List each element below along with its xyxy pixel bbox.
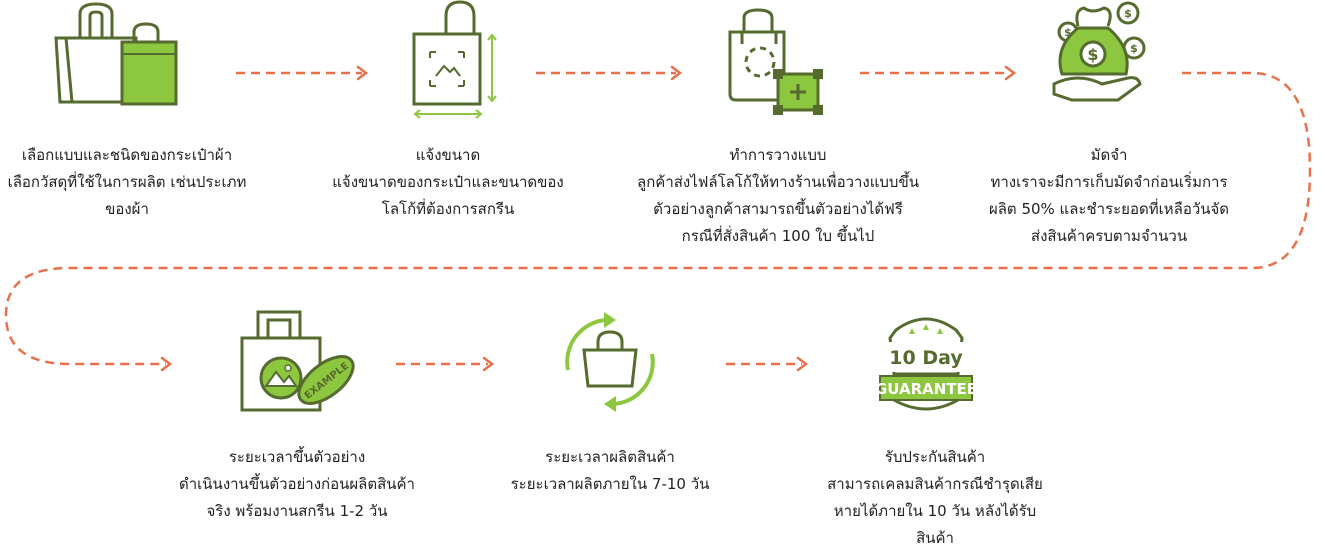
- step-5: ระยะเวลาขึ้นตัวอย่าง ดำเนินงานขึ้นตัวอย่…: [140, 444, 454, 525]
- step-3-desc: ลูกค้าส่งไฟล์โลโก้ให้ทางร้านเพื่อวางแบบข…: [637, 173, 919, 245]
- money-hand-icon: $ $ $ $: [1052, 1, 1146, 102]
- step-4-title: มัดจำ: [1090, 146, 1128, 164]
- step-3: ทำการวางแบบ ลูกค้าส่งไฟล์โลโก้ให้ทางร้าน…: [608, 142, 948, 250]
- svg-text:$: $: [1064, 26, 1072, 39]
- svg-text:$: $: [1130, 42, 1138, 55]
- connector-row-wrap: [4, 71, 1312, 366]
- bag-cycle-icon: [565, 312, 655, 412]
- step-7-desc: สามารถเคลมสินค้ากรณีชำรุดเสีย หายได้ภายใ…: [827, 475, 1043, 547]
- step-2: แจ้งขนาด แจ้งขนาดของกระเป๋าและขนาดของ โล…: [300, 142, 596, 223]
- badge-guarantee-text: GUARANTEE: [875, 380, 977, 398]
- step-5-desc: ดำเนินงานขึ้นตัวอย่างก่อนผลิตสินค้า จริง…: [179, 475, 415, 520]
- step-3-title: ทำการวางแบบ: [729, 146, 827, 164]
- step-6-desc: ระยะเวลาผลิตภายใน 7-10 วัน: [510, 475, 710, 493]
- step-7: รับประกันสินค้า สามารถเคลมสินค้ากรณีชำรุ…: [792, 444, 1078, 552]
- svg-text:$: $: [1087, 45, 1098, 64]
- bag-design-icon: [728, 8, 823, 115]
- step-5-title: ระยะเวลาขึ้นตัวอย่าง: [228, 448, 366, 466]
- step-4: มัดจำ ทางเราจะมีการเก็บมัดจำก่อนเริ่มการ…: [962, 142, 1256, 250]
- step-2-title: แจ้งขนาด: [415, 146, 481, 164]
- step-6: ระยะเวลาผลิตสินค้า ระยะเวลาผลิตภายใน 7-1…: [480, 444, 740, 498]
- example-bag-icon: EXAMPLE: [240, 310, 355, 412]
- badge-days-text: 10 Day: [889, 347, 963, 369]
- step-2-desc: แจ้งขนาดของกระเป๋าและขนาดของ โลโก้ที่ต้อ…: [332, 173, 564, 218]
- step-1-title: เลือกแบบและชนิดของกระเป๋าผ้า: [21, 146, 233, 164]
- step-4-desc: ทางเราจะมีการเก็บมัดจำก่อนเริ่มการ ผลิต …: [988, 173, 1230, 245]
- step-1-desc: เลือกวัสดุที่ใช้ในการผลิต เช่นประเภท ของ…: [7, 173, 247, 218]
- step-6-title: ระยะเวลาผลิตสินค้า: [545, 448, 675, 466]
- svg-text:$: $: [1124, 7, 1132, 20]
- step-1: เลือกแบบและชนิดของกระเป๋าผ้า เลือกวัสดุท…: [0, 142, 254, 223]
- guarantee-badge-icon: 10 Day GUARANTEE: [875, 317, 977, 411]
- step-7-title: รับประกันสินค้า: [884, 448, 986, 466]
- bag-measure-icon: [412, 0, 497, 119]
- tote-bags-icon: [54, 2, 178, 106]
